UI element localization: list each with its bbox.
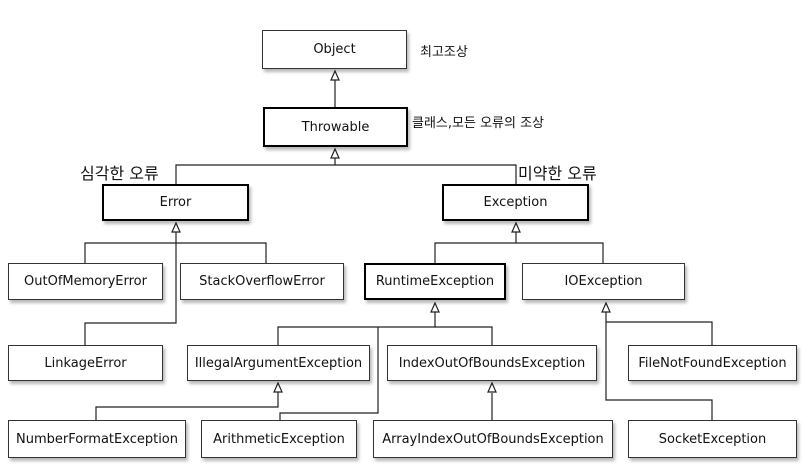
connector-oom-error (84, 231, 177, 263)
class-linkage-error: LinkageError (8, 345, 163, 381)
connector-io-exception (516, 242, 604, 263)
error-annotation: 심각한 오류 (80, 164, 159, 183)
connector-numberformat-illegalargument (95, 392, 279, 420)
exception-annotation: 미약한 오류 (518, 164, 597, 183)
arrowhead-illegal-argument (273, 381, 283, 393)
throwable-annotation: 클래스,모든 오류의 조상 (412, 116, 544, 131)
class-file-not-found-exception: FileNotFoundException (628, 345, 797, 381)
connector-filenotfound-io (605, 312, 713, 345)
class-io-exception: IOException (522, 263, 685, 300)
connector-error-throwable (175, 158, 336, 184)
connector-exception-throwable (335, 164, 517, 184)
class-object: Object (262, 30, 407, 69)
arrowhead-io-exception (601, 301, 611, 313)
connector-arithmetic-runtime (279, 327, 379, 420)
arrowhead-object (330, 69, 340, 81)
arrowhead-runtime-exception (430, 301, 440, 313)
connector-socket-io (605, 322, 713, 420)
class-array-index-out-of-bounds-exception: ArrayIndexOutOfBoundsException (373, 420, 613, 458)
class-throwable: Throwable (263, 107, 408, 147)
class-number-format-exception: NumberFormatException (8, 420, 186, 458)
class-exception: Exception (442, 184, 589, 221)
class-illegal-argument-exception: IllegalArgumentException (187, 345, 370, 381)
class-runtime-exception: RuntimeException (364, 263, 506, 300)
class-index-out-of-bounds-exception: IndexOutOfBoundsException (387, 345, 597, 381)
connector-runtime-exception (434, 231, 517, 263)
class-out-of-memory-error: OutOfMemoryError (8, 263, 163, 300)
connector-stackoverflow-error (176, 242, 267, 263)
arrowhead-error (171, 221, 181, 233)
connector-indexoutofbounds-runtime (435, 326, 493, 345)
class-socket-exception: SocketException (628, 420, 797, 458)
arrowhead-exception (511, 221, 521, 233)
class-error: Error (102, 184, 249, 221)
arrowhead-throwable (330, 147, 340, 159)
class-arithmetic-exception: ArithmeticException (201, 420, 357, 458)
object-annotation: 최고조상 (420, 45, 468, 60)
connector-illegalargument-runtime (277, 312, 436, 345)
arrowhead-index-out-of-bounds (487, 381, 497, 393)
connector-linkage-error (84, 243, 177, 345)
class-stack-overflow-error: StackOverflowError (180, 263, 344, 300)
